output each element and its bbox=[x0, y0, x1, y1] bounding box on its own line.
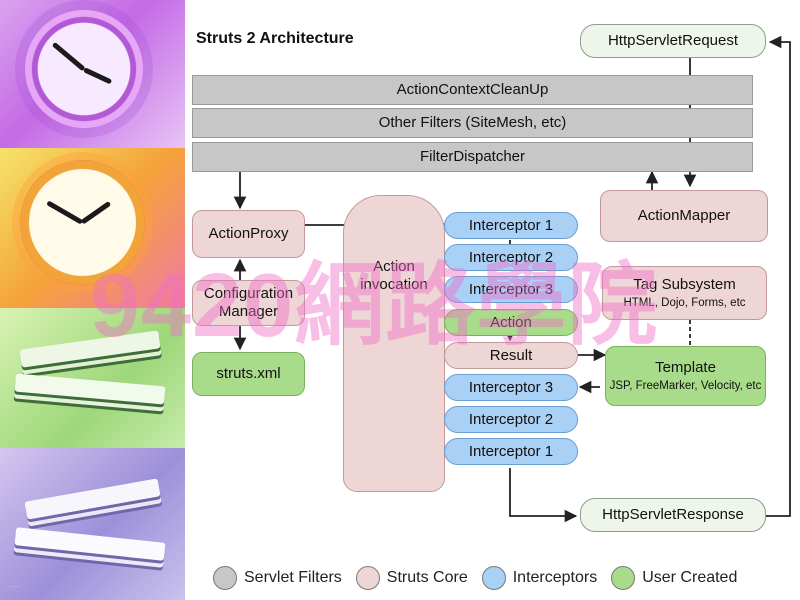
purple-clock-photo bbox=[0, 0, 185, 148]
legend-swatch bbox=[213, 566, 237, 590]
action-proxy-box: ActionProxy bbox=[192, 210, 305, 258]
interceptor-in-3: Interceptor 3 bbox=[444, 276, 578, 303]
clock-icon-2 bbox=[20, 160, 145, 285]
tag-subsystem-subtitle: HTML, Dojo, Forms, etc bbox=[623, 296, 746, 309]
filter-other-filters: Other Filters (SiteMesh, etc) bbox=[192, 108, 753, 138]
action-mapper-box: ActionMapper bbox=[600, 190, 768, 242]
http-servlet-request-box: HttpServletRequest bbox=[580, 24, 766, 58]
filter-action-context-cleanup: ActionContextCleanUp bbox=[192, 75, 753, 105]
clock-icon bbox=[25, 10, 143, 128]
interceptor-out-1: Interceptor 1 bbox=[444, 438, 578, 465]
result-box: Result bbox=[444, 342, 578, 369]
configuration-manager-box: Configuration Manager bbox=[192, 280, 305, 326]
legend-label: Struts Core bbox=[386, 569, 468, 586]
template-subtitle: JSP, FreeMarker, Velocity, etc bbox=[609, 379, 762, 392]
legend-label: Servlet Filters bbox=[244, 569, 342, 586]
legend-item-user-created: User Created bbox=[611, 566, 737, 590]
interceptor-in-2: Interceptor 2 bbox=[444, 244, 578, 271]
struts-xml-box: struts.xml bbox=[192, 352, 305, 396]
interceptor-out-3: Interceptor 3 bbox=[444, 374, 578, 401]
violet-papers-photo bbox=[0, 448, 185, 600]
legend-item-struts-core: Struts Core bbox=[355, 566, 468, 590]
legend: Servlet Filters Struts Core Interceptors… bbox=[213, 566, 751, 590]
http-servlet-response-box: HttpServletResponse bbox=[580, 498, 766, 532]
tag-subsystem-box: Tag Subsystem HTML, Dojo, Forms, etc bbox=[602, 266, 767, 320]
diagram-title: Struts 2 Architecture bbox=[196, 30, 354, 47]
legend-swatch bbox=[355, 566, 380, 590]
legend-label: Interceptors bbox=[512, 569, 598, 586]
legend-item-servlet-filters: Servlet Filters bbox=[213, 566, 342, 590]
legend-swatch bbox=[481, 566, 506, 590]
orange-clock-photo bbox=[0, 148, 185, 308]
tag-subsystem-title: Tag Subsystem bbox=[633, 275, 736, 293]
template-title: Template bbox=[655, 358, 716, 376]
corner-swirl-icon: ∽ bbox=[8, 578, 20, 594]
interceptor-out-2: Interceptor 2 bbox=[444, 406, 578, 433]
decorative-photo-strip: ∽ bbox=[0, 0, 185, 600]
legend-label: User Created bbox=[642, 569, 738, 586]
action-box: Action bbox=[444, 309, 578, 336]
template-box: Template JSP, FreeMarker, Velocity, etc bbox=[605, 346, 766, 406]
action-invocation-box: Action invocation bbox=[343, 195, 445, 492]
legend-swatch bbox=[611, 566, 636, 590]
legend-item-interceptors: Interceptors bbox=[481, 566, 598, 590]
interceptor-in-1: Interceptor 1 bbox=[444, 212, 578, 239]
filter-dispatcher: FilterDispatcher bbox=[192, 142, 753, 172]
